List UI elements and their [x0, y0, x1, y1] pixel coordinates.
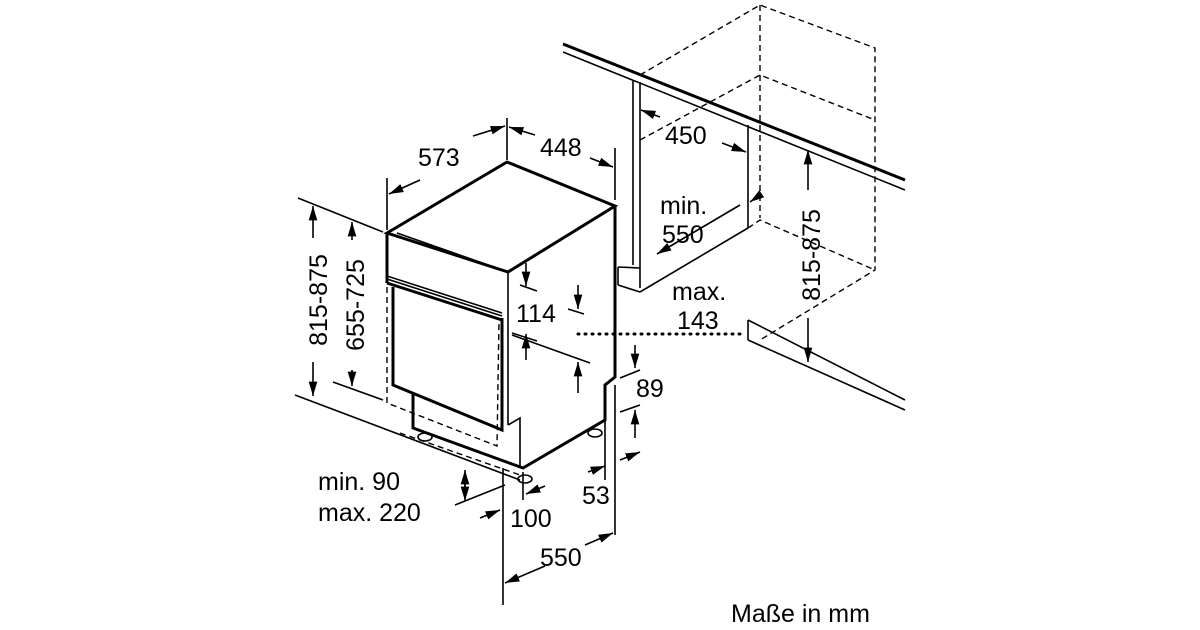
plinth-height-label-1: min. 90: [318, 468, 400, 496]
niche-width-label: 450: [665, 122, 707, 150]
height-right-label: 815-875: [798, 209, 826, 301]
panel-label: 114: [516, 300, 556, 328]
kitchen-cabinet: [562, 4, 906, 411]
niche-depth-label-1: min.: [660, 192, 707, 220]
width-top-label: 448: [540, 134, 582, 162]
dishwasher: [383, 160, 619, 484]
dimension-lines: [294, 109, 813, 605]
foot-icon: [517, 474, 533, 484]
door-height-label: 655-725: [342, 259, 370, 351]
depth-bottom-label: 550: [540, 544, 582, 572]
niche-depth-label-2: 550: [662, 221, 704, 249]
foot-icon: [587, 428, 603, 438]
max-label-1: max.: [672, 278, 726, 306]
foot-label: 100: [510, 505, 552, 533]
max-label-2: 143: [677, 307, 719, 335]
recess-label: 53: [582, 482, 610, 510]
foot-icon: [417, 432, 433, 442]
depth-top-label: 573: [418, 144, 460, 172]
height-left-label: 815-875: [305, 254, 333, 346]
units-caption: Maße in mm: [731, 600, 870, 628]
plinth-label: 89: [636, 375, 664, 403]
plinth-height-label-2: max. 220: [318, 499, 421, 527]
